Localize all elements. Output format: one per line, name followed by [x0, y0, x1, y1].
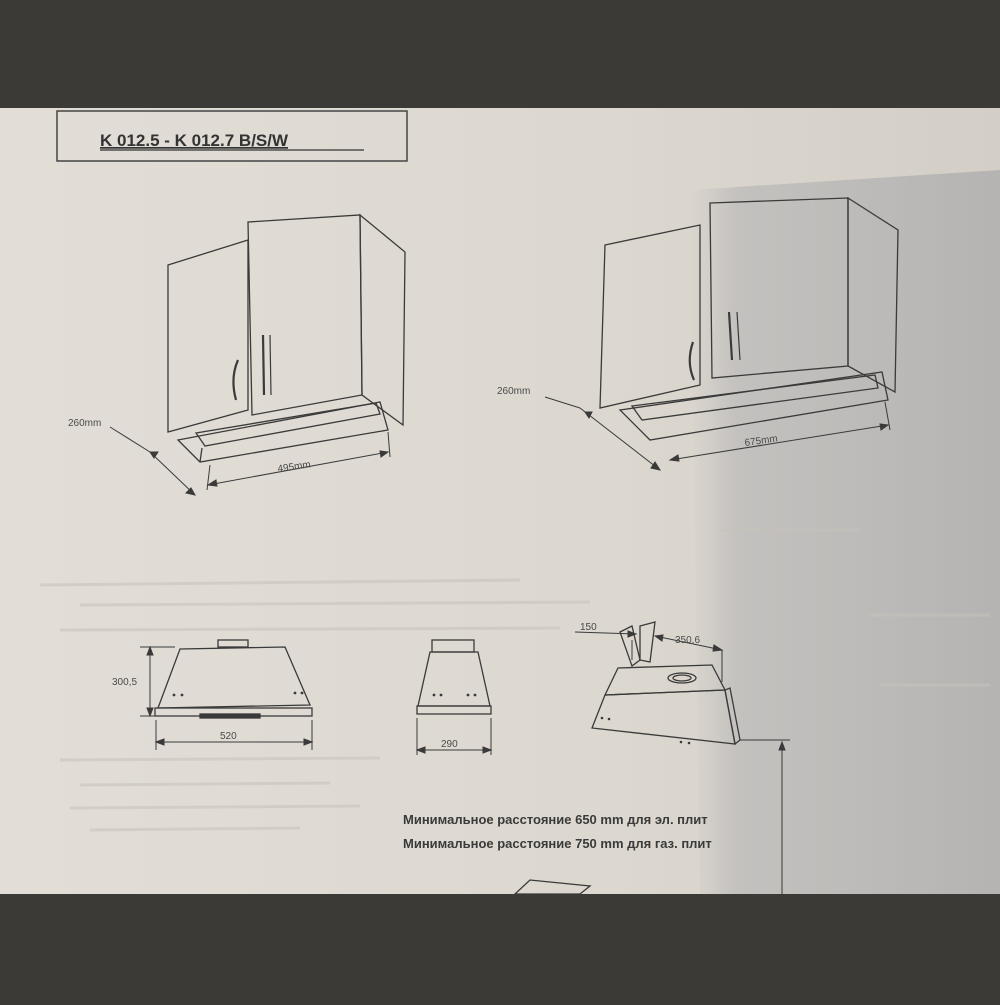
perspective-offset-label: 350,6 [675, 635, 700, 646]
front-view-height-label: 300,5 [112, 677, 137, 688]
front-view-drawing [154, 639, 313, 719]
front-view-vents [172, 691, 304, 697]
min-distance-gas: Минимальное расстояние 750 mm для газ. п… [403, 836, 712, 851]
side-view-dimensions [415, 718, 493, 755]
model-title: K 012.5 - K 012.7 B/S/W [100, 131, 289, 150]
model-title-box: K 012.5 - K 012.7 B/S/W [56, 110, 408, 162]
front-view-width-label: 520 [220, 731, 237, 742]
cabinet-large-drawing [599, 196, 899, 441]
cabinet-small-width-label: 495mm [277, 459, 312, 475]
side-view-vents [432, 693, 477, 697]
cabinet-small-depth-label: 260mm [68, 418, 101, 429]
perspective-view-dimensions [574, 630, 790, 894]
side-view-drawing [416, 639, 492, 715]
bottom-partial-drawing [513, 879, 592, 895]
cabinet-large-width-label: 675mm [744, 433, 779, 449]
shadow-overlay [690, 170, 1000, 894]
front-view-dimensions [140, 645, 314, 750]
cabinet-small-dimensions [109, 426, 391, 496]
cabinet-small-drawing [167, 213, 406, 463]
perspective-duct-label: 150 [580, 622, 597, 633]
show-through-marks [39, 528, 990, 832]
cabinet-large-depth-label: 260mm [497, 386, 530, 397]
perspective-view-vents [600, 716, 691, 745]
side-view-width-label: 290 [441, 739, 458, 750]
min-distance-electric: Минимальное расстояние 650 mm для эл. пл… [403, 812, 708, 827]
perspective-view-drawing [591, 621, 741, 746]
cabinet-large-dimensions [544, 396, 891, 471]
